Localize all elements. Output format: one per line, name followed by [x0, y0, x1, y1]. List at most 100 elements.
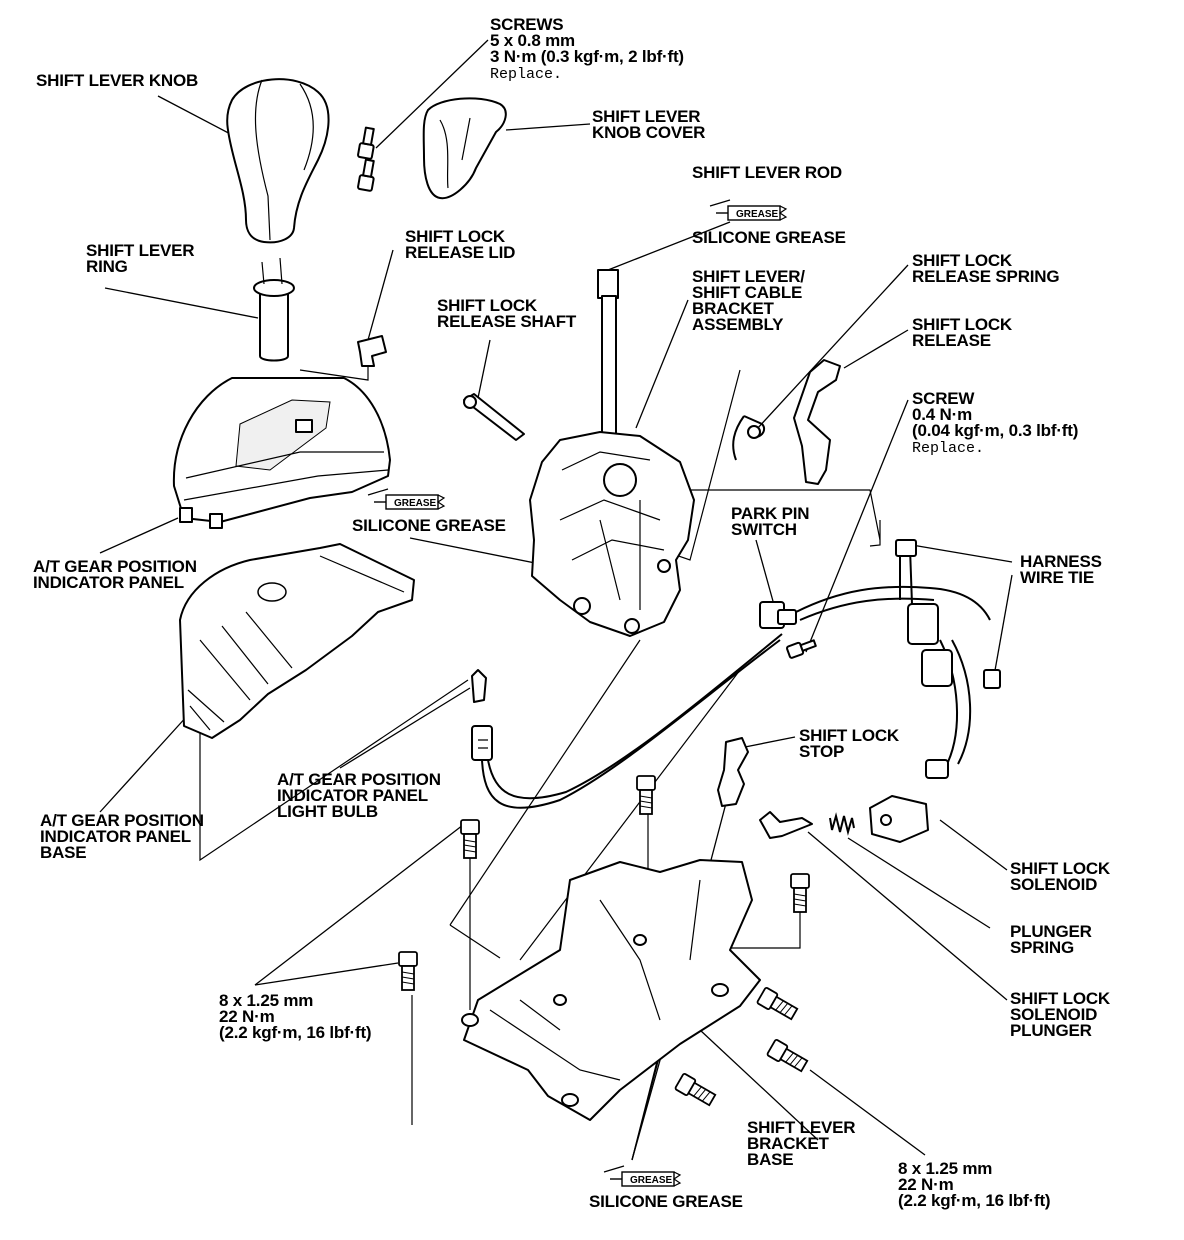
- grease-tubes: GREASE GREASE GREASE: [367, 199, 787, 1187]
- svg-text:PLUNGER: PLUNGER: [1010, 922, 1092, 941]
- label-shift-lever-rod: SHIFT LEVER ROD: [692, 163, 842, 182]
- svg-text:22 N·m: 22 N·m: [898, 1175, 954, 1194]
- svg-text:SHIFT LOCK: SHIFT LOCK: [405, 227, 506, 246]
- label-solenoid-plunger: SHIFT LOCK SOLENOID PLUNGER: [1010, 989, 1111, 1040]
- svg-text:SWITCH: SWITCH: [731, 520, 797, 539]
- leader-lines: [99, 39, 1013, 1161]
- label-harness-wire-tie: HARNESS WIRE TIE: [1020, 552, 1102, 587]
- svg-text:(2.2 kgf·m, 16 lbf·ft): (2.2 kgf·m, 16 lbf·ft): [219, 1023, 371, 1042]
- label-indicator-panel: A/T GEAR POSITION INDICATOR PANEL: [33, 557, 197, 592]
- label-bolt-right: 8 x 1.25 mm 22 N·m (2.2 kgf·m, 16 lbf·ft…: [898, 1159, 1051, 1210]
- svg-text:A/T GEAR POSITION: A/T GEAR POSITION: [33, 557, 197, 576]
- shift-lever-rod: [597, 269, 619, 447]
- label-park-pin-switch: PARK PIN SWITCH: [731, 504, 810, 539]
- svg-text:Replace.: Replace.: [490, 66, 562, 83]
- light-bulb: [471, 669, 493, 761]
- label-bolt-left: 8 x 1.25 mm 22 N·m (2.2 kgf·m, 16 lbf·ft…: [219, 991, 372, 1042]
- svg-text:SHIFT LEVER: SHIFT LEVER: [86, 241, 194, 260]
- release-spring: [732, 415, 766, 461]
- svg-text:SOLENOID: SOLENOID: [1010, 1005, 1097, 1024]
- label-shift-lever-ring: SHIFT LEVER RING: [86, 241, 195, 276]
- svg-text:SILICONE GREASE: SILICONE GREASE: [589, 1192, 743, 1211]
- svg-text:BASE: BASE: [40, 843, 86, 862]
- park-pin-switch: [759, 601, 797, 629]
- label-solenoid: SHIFT LOCK SOLENOID: [1010, 859, 1111, 894]
- grease-tag-text: GREASE: [736, 209, 779, 220]
- shift-lock-release: [793, 359, 841, 485]
- svg-text:WIRE TIE: WIRE TIE: [1020, 568, 1094, 587]
- svg-text:ASSEMBLY: ASSEMBLY: [692, 315, 784, 334]
- svg-text:SHIFT LEVER ROD: SHIFT LEVER ROD: [692, 163, 842, 182]
- svg-text:BRACKET: BRACKET: [692, 299, 775, 318]
- label-knob-cover: SHIFT LEVER KNOB COVER: [592, 107, 705, 142]
- label-bracket-base: SHIFT LEVER BRACKET BASE: [747, 1118, 856, 1169]
- shift-lever-bracket-base: [461, 859, 761, 1121]
- indicator-panel-base: [179, 543, 415, 739]
- label-small-screw: SCREW 0.4 N·m (0.04 kgf·m, 0.3 lbf·ft) R…: [912, 389, 1078, 457]
- shift-lever-bracket-assembly: [529, 431, 695, 637]
- svg-text:RELEASE SPRING: RELEASE SPRING: [912, 267, 1059, 286]
- knob-cover: [422, 97, 507, 200]
- solenoid-group: [759, 795, 929, 843]
- svg-text:SHIFT LEVER KNOB: SHIFT LEVER KNOB: [36, 71, 198, 90]
- svg-text:SHIFT LEVER/: SHIFT LEVER/: [692, 267, 805, 286]
- svg-text:STOP: STOP: [799, 742, 844, 761]
- label-silicone-grease-mid: SILICONE GREASE: [352, 516, 506, 535]
- svg-text:SILICONE GREASE: SILICONE GREASE: [692, 228, 846, 247]
- svg-text:LIGHT BULB: LIGHT BULB: [277, 802, 378, 821]
- svg-text:8 x 1.25 mm: 8 x 1.25 mm: [898, 1159, 992, 1178]
- svg-text:SHIFT LOCK: SHIFT LOCK: [799, 726, 900, 745]
- svg-text:SPRING: SPRING: [1010, 938, 1074, 957]
- shift-lock-stop: [717, 737, 749, 807]
- svg-text:INDICATOR PANEL: INDICATOR PANEL: [277, 786, 428, 805]
- svg-text:PARK PIN: PARK PIN: [731, 504, 809, 523]
- svg-text:SHIFT LOCK: SHIFT LOCK: [912, 251, 1013, 270]
- svg-text:0.4 N·m: 0.4 N·m: [912, 405, 972, 424]
- svg-text:INDICATOR PANEL: INDICATOR PANEL: [33, 573, 184, 592]
- svg-text:22 N·m: 22 N·m: [219, 1007, 275, 1026]
- label-release-spring: SHIFT LOCK RELEASE SPRING: [912, 251, 1060, 286]
- label-plunger-spring: PLUNGER SPRING: [1010, 922, 1092, 957]
- svg-text:SCREWS: SCREWS: [490, 15, 563, 34]
- svg-text:KNOB COVER: KNOB COVER: [592, 123, 705, 142]
- svg-text:BASE: BASE: [747, 1150, 793, 1169]
- svg-text:SHIFT CABLE: SHIFT CABLE: [692, 283, 802, 302]
- label-silicone-grease-bottom: SILICONE GREASE: [589, 1192, 743, 1211]
- svg-text:SHIFT LOCK: SHIFT LOCK: [1010, 859, 1111, 878]
- svg-text:SILICONE GREASE: SILICONE GREASE: [352, 516, 506, 535]
- svg-text:RELEASE: RELEASE: [912, 331, 991, 350]
- svg-text:SCREW: SCREW: [912, 389, 975, 408]
- svg-text:8 x 1.25 mm: 8 x 1.25 mm: [219, 991, 313, 1010]
- label-screws: SCREWS 5 x 0.8 mm 3 N·m (0.3 kgf·m, 2 lb…: [490, 15, 684, 83]
- shift-lever-ring: [253, 257, 295, 362]
- svg-text:RING: RING: [86, 257, 128, 276]
- svg-text:Replace.: Replace.: [912, 440, 984, 457]
- small-screw: [785, 639, 817, 659]
- label-light-bulb: A/T GEAR POSITION INDICATOR PANEL LIGHT …: [277, 770, 441, 821]
- svg-text:5 x 0.8 mm: 5 x 0.8 mm: [490, 31, 575, 50]
- label-release: SHIFT LOCK RELEASE: [912, 315, 1013, 350]
- wire-harness: [481, 520, 1001, 809]
- label-release-shaft: SHIFT LOCK RELEASE SHAFT: [437, 296, 577, 331]
- svg-text:SHIFT LEVER: SHIFT LEVER: [592, 107, 700, 126]
- svg-text:SHIFT LOCK: SHIFT LOCK: [437, 296, 538, 315]
- svg-text:A/T GEAR POSITION: A/T GEAR POSITION: [277, 770, 441, 789]
- svg-text:3 N·m (0.3 kgf·m, 2 lbf·ft): 3 N·m (0.3 kgf·m, 2 lbf·ft): [490, 47, 684, 66]
- svg-text:(2.2 kgf·m, 16 lbf·ft): (2.2 kgf·m, 16 lbf·ft): [898, 1191, 1050, 1210]
- label-panel-base: A/T GEAR POSITION INDICATOR PANEL BASE: [40, 811, 204, 862]
- indicator-panel: [172, 377, 391, 529]
- shift-lever-knob: [226, 78, 330, 244]
- svg-text:BRACKET: BRACKET: [747, 1134, 830, 1153]
- svg-text:SOLENOID: SOLENOID: [1010, 875, 1097, 894]
- label-bracket-assembly: SHIFT LEVER/ SHIFT CABLE BRACKET ASSEMBL…: [692, 267, 806, 334]
- label-release-lid: SHIFT LOCK RELEASE LID: [405, 227, 515, 262]
- svg-text:RELEASE LID: RELEASE LID: [405, 243, 515, 262]
- grease-tag-text: GREASE: [394, 498, 437, 509]
- svg-text:SHIFT LOCK: SHIFT LOCK: [912, 315, 1013, 334]
- svg-text:(0.04 kgf·m, 0.3 lbf·ft): (0.04 kgf·m, 0.3 lbf·ft): [912, 421, 1078, 440]
- screws-pair: [357, 126, 375, 192]
- svg-text:SHIFT LEVER: SHIFT LEVER: [747, 1118, 855, 1137]
- svg-text:RELEASE SHAFT: RELEASE SHAFT: [437, 312, 577, 331]
- release-lid: [357, 335, 387, 367]
